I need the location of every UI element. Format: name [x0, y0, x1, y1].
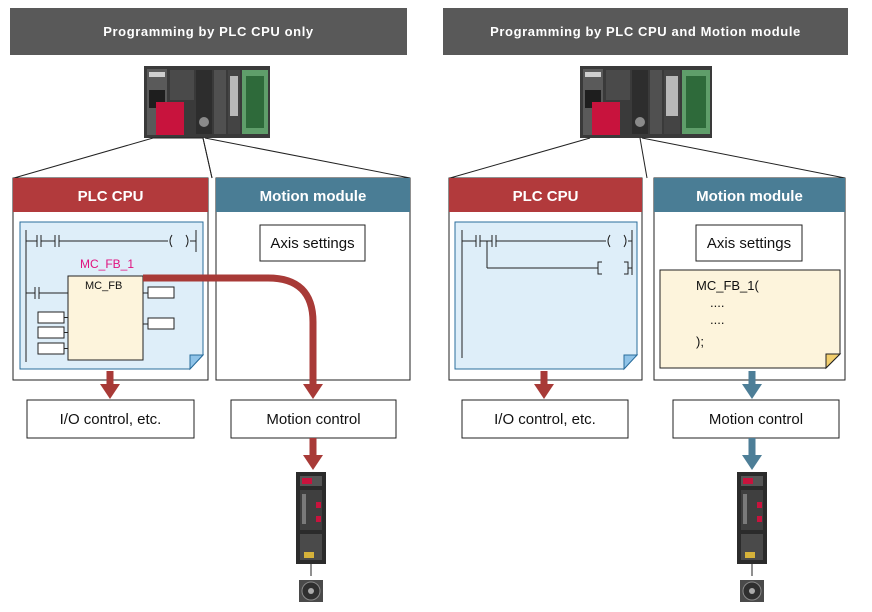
code-line-4: ); — [696, 334, 704, 349]
left-fb-to-motion-arrow — [143, 274, 317, 384]
right-motion-control-label: Motion control — [709, 411, 803, 428]
servo-amplifier-icon-right — [737, 472, 767, 564]
right-header-bar — [443, 8, 848, 55]
left-io-control-label: I/O control, etc. — [60, 411, 162, 428]
left-ladder-diagram — [25, 230, 197, 362]
plc-rack-icon — [144, 66, 270, 138]
servo-motor-icon-right — [740, 580, 764, 602]
left-fb-type: MC_FB — [85, 280, 122, 292]
left-motion-control-label: Motion control — [266, 411, 360, 428]
right-motion-arrow — [742, 384, 762, 399]
right-io-arrow — [534, 384, 554, 399]
right-plc-cpu-title: PLC CPU — [513, 188, 579, 205]
left-plc-cpu-title: PLC CPU — [78, 188, 144, 205]
left-io-control-box — [26, 399, 195, 439]
servo-amplifier-icon — [296, 472, 326, 564]
right-plc-cpu-box: PLC CPU — [448, 177, 643, 381]
code-line-3: .... — [710, 312, 724, 327]
left-header-bar — [10, 8, 407, 55]
right-io-control-box — [461, 399, 629, 439]
left-fb-instance-name: MC_FB_1 — [80, 257, 134, 271]
left-fan-lines — [13, 137, 213, 179]
servo-motor-icon — [299, 580, 323, 602]
right-header-text: Programming by PLC CPU and Motion module — [490, 24, 801, 39]
left-panel: Programming by PLC CPU only PLC CPU — [10, 8, 411, 602]
left-io-arrow — [100, 384, 120, 399]
right-motion-module-title: Motion module — [696, 188, 803, 205]
left-motion-module-title: Motion module — [260, 188, 367, 205]
right-panel: Programming by PLC CPU and Motion module — [443, 8, 848, 602]
right-io-control-label: I/O control, etc. — [494, 411, 596, 428]
right-motion-control-box — [672, 399, 840, 439]
plc-rack-icon-right — [580, 66, 712, 138]
left-axis-settings-label: Axis settings — [270, 235, 354, 252]
right-servo-arrow — [742, 455, 762, 470]
left-header-text: Programming by PLC CPU only — [103, 24, 314, 39]
right-axis-settings-box — [695, 224, 803, 262]
right-motion-module-box: Motion module Axis settings MC_FB_1( ...… — [653, 177, 846, 381]
right-axis-settings-label: Axis settings — [707, 235, 791, 252]
left-motion-control-box — [230, 399, 397, 439]
code-line-1: MC_FB_1( — [696, 278, 760, 293]
left-axis-settings-box — [259, 224, 366, 262]
code-line-2: .... — [710, 295, 724, 310]
left-servo-arrow — [303, 455, 323, 470]
right-fan-lines — [449, 137, 846, 179]
right-ladder-diagram — [461, 230, 633, 358]
